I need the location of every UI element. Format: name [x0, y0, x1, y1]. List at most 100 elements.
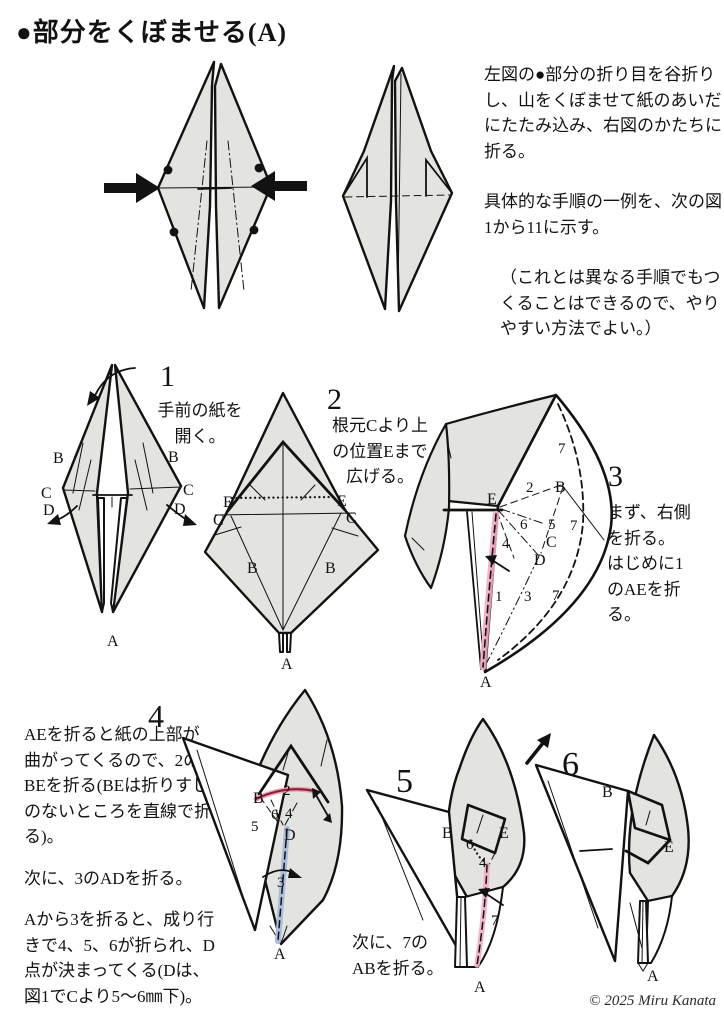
- point-label-e: E: [499, 825, 509, 842]
- fold-lines: [157, 140, 272, 292]
- paper-shape: [341, 64, 454, 313]
- caption-line: 根元Cより上: [332, 416, 428, 435]
- turn-arrow-icon: [525, 733, 551, 765]
- fold-number-2: 2: [283, 783, 291, 799]
- caption-line: 手前の紙を: [157, 401, 243, 420]
- left-wing-shape: [534, 763, 630, 963]
- point-labels: B E A: [602, 784, 674, 985]
- caption-line: のAEを折: [607, 579, 681, 599]
- point-label-e: E: [337, 493, 347, 510]
- double-arrow-icon: [312, 788, 332, 823]
- left-wing-shape: [365, 788, 465, 960]
- intro-paragraph: 左図の●部分の折り目を谷折りし、山をくぼませて紙のあいだにたたみ込み、右図のかた…: [484, 65, 722, 161]
- copyright-notice: © 2025 Miru Kanata: [589, 993, 716, 1009]
- caption-line: まず、右側: [607, 503, 691, 522]
- point-label-c: C: [346, 510, 357, 527]
- fold-number-7: 7: [570, 518, 578, 534]
- point-labels: B E A: [442, 825, 509, 996]
- point-labels: B B C C D D A: [41, 449, 194, 650]
- point-label-b: B: [325, 560, 336, 577]
- left-wing-shape: [181, 736, 290, 932]
- fold-lines: [214, 439, 359, 631]
- bottom-slit: [278, 632, 292, 653]
- open-arrow-icon: [87, 367, 136, 406]
- point-label-b: B: [247, 560, 258, 577]
- fold-arrow-icon: [485, 555, 510, 572]
- point-label-b: B: [602, 784, 613, 801]
- paper-shape: [203, 391, 380, 635]
- diagram-initial-state: [104, 60, 307, 310]
- point-label-a: A: [107, 633, 119, 650]
- caption-line: の位置Eまで: [332, 441, 428, 461]
- caption-line: 開く。: [174, 426, 226, 446]
- fold-numbers: 6 4 7: [466, 837, 499, 929]
- fold-number-6: 6: [520, 517, 528, 533]
- fold-number-7: 7: [552, 588, 560, 604]
- paper-shape: [249, 688, 344, 946]
- point-label-a: A: [480, 674, 492, 691]
- fold-arrow-icon: [262, 868, 302, 878]
- point-label-d: D: [43, 502, 55, 519]
- front-face-shape: [645, 895, 673, 964]
- paper-legs: [637, 900, 649, 972]
- point-label-b: B: [442, 825, 453, 842]
- intro-text: 左図の●部分の折り目を谷折りし、山をくぼませて紙のあいだにたたみ込み、右図のかた…: [484, 62, 722, 342]
- point-labels: E E C C B B A: [213, 493, 357, 673]
- highlight-ab-line: [474, 862, 490, 968]
- point-label-b: B: [253, 790, 264, 807]
- step-paragraph: 次に、3のADを折る。: [24, 868, 193, 888]
- step-paragraph: AEを折ると紙の上部が曲がってくるので、2のBEを折る(BEは折りすじのないとこ…: [24, 725, 211, 846]
- fold-number-3: 3: [277, 875, 285, 891]
- paper-shape: [61, 363, 183, 614]
- step-3-caption: まず、右側 を折る。 はじめに1 のAEを折 る。: [607, 500, 719, 628]
- caption-line: る。: [607, 605, 641, 624]
- point-label-a: A: [281, 656, 293, 673]
- fold-number-6: 6: [466, 837, 474, 853]
- point-label-a: A: [647, 968, 659, 985]
- point-label-d: D: [174, 501, 186, 518]
- paper-shape: [403, 393, 613, 674]
- intro-paragraph: （これとは異なる手順でもつくることはできるので、やりやすい方法でよい。）: [500, 268, 721, 338]
- fold-number-4: 4: [502, 536, 510, 552]
- page-title: ●部分をくぼませる(A): [16, 18, 288, 47]
- step-2-caption: 根元Cより上 の位置Eまで 広げる。: [328, 413, 432, 490]
- paper-legs: [454, 896, 468, 968]
- fold-number-5: 5: [548, 517, 556, 533]
- step-4-text: AEを折ると紙の上部が曲がってくるので、2のBEを折る(BEは折りすじのないとこ…: [24, 722, 216, 1009]
- step-paragraph: Aから3を折ると、成り行きで4、5、6が折られ、D点が決まってくる(Dは、図1で…: [24, 910, 215, 1006]
- point-label-c: C: [41, 485, 52, 502]
- fold-lines: [342, 73, 453, 297]
- point-label-e: E: [664, 839, 674, 856]
- highlight-be-line: [253, 786, 318, 802]
- point-label-b: B: [168, 449, 179, 466]
- point-label-a: A: [474, 979, 486, 996]
- fold-lines: [547, 780, 643, 949]
- diagram-step-3: E B C D A 1 2 3 4 5 6 7 7 7: [403, 393, 613, 691]
- inner-fold-shape: [624, 789, 672, 865]
- fold-number-2: 2: [526, 480, 534, 496]
- fold-number-7: 7: [491, 913, 499, 929]
- fold-number-5: 5: [251, 819, 259, 835]
- diagram-step-5: B E A 6 4 7: [365, 717, 551, 996]
- fold-lines: [196, 739, 330, 946]
- fold-number-7: 7: [558, 441, 566, 457]
- step-5-caption: 次に、7の ABを折る。: [352, 930, 462, 981]
- diagram-result-state: [341, 64, 454, 313]
- caption-line: ABを折る。: [352, 958, 444, 978]
- push-arrow-left-icon: [104, 173, 160, 203]
- point-labels: B D A: [253, 790, 296, 963]
- spread-arrow-left-icon: [47, 505, 78, 525]
- fold-number-3: 3: [524, 589, 532, 605]
- diagram-step-6: B E A: [534, 733, 690, 985]
- fold-lines: [62, 442, 182, 511]
- intro-paragraph: 具体的な手順の一例を、次の図1から11に示す。: [484, 192, 722, 237]
- point-label-b: B: [53, 450, 64, 467]
- point-label-b: B: [555, 479, 566, 496]
- fold-number-4: 4: [285, 806, 293, 822]
- point-label-c: C: [546, 534, 557, 551]
- fold-number-4: 4: [479, 855, 487, 871]
- caption-line: 次に、7の: [352, 933, 428, 952]
- fold-arrow-icon: [478, 888, 504, 906]
- point-label-d: D: [284, 827, 296, 844]
